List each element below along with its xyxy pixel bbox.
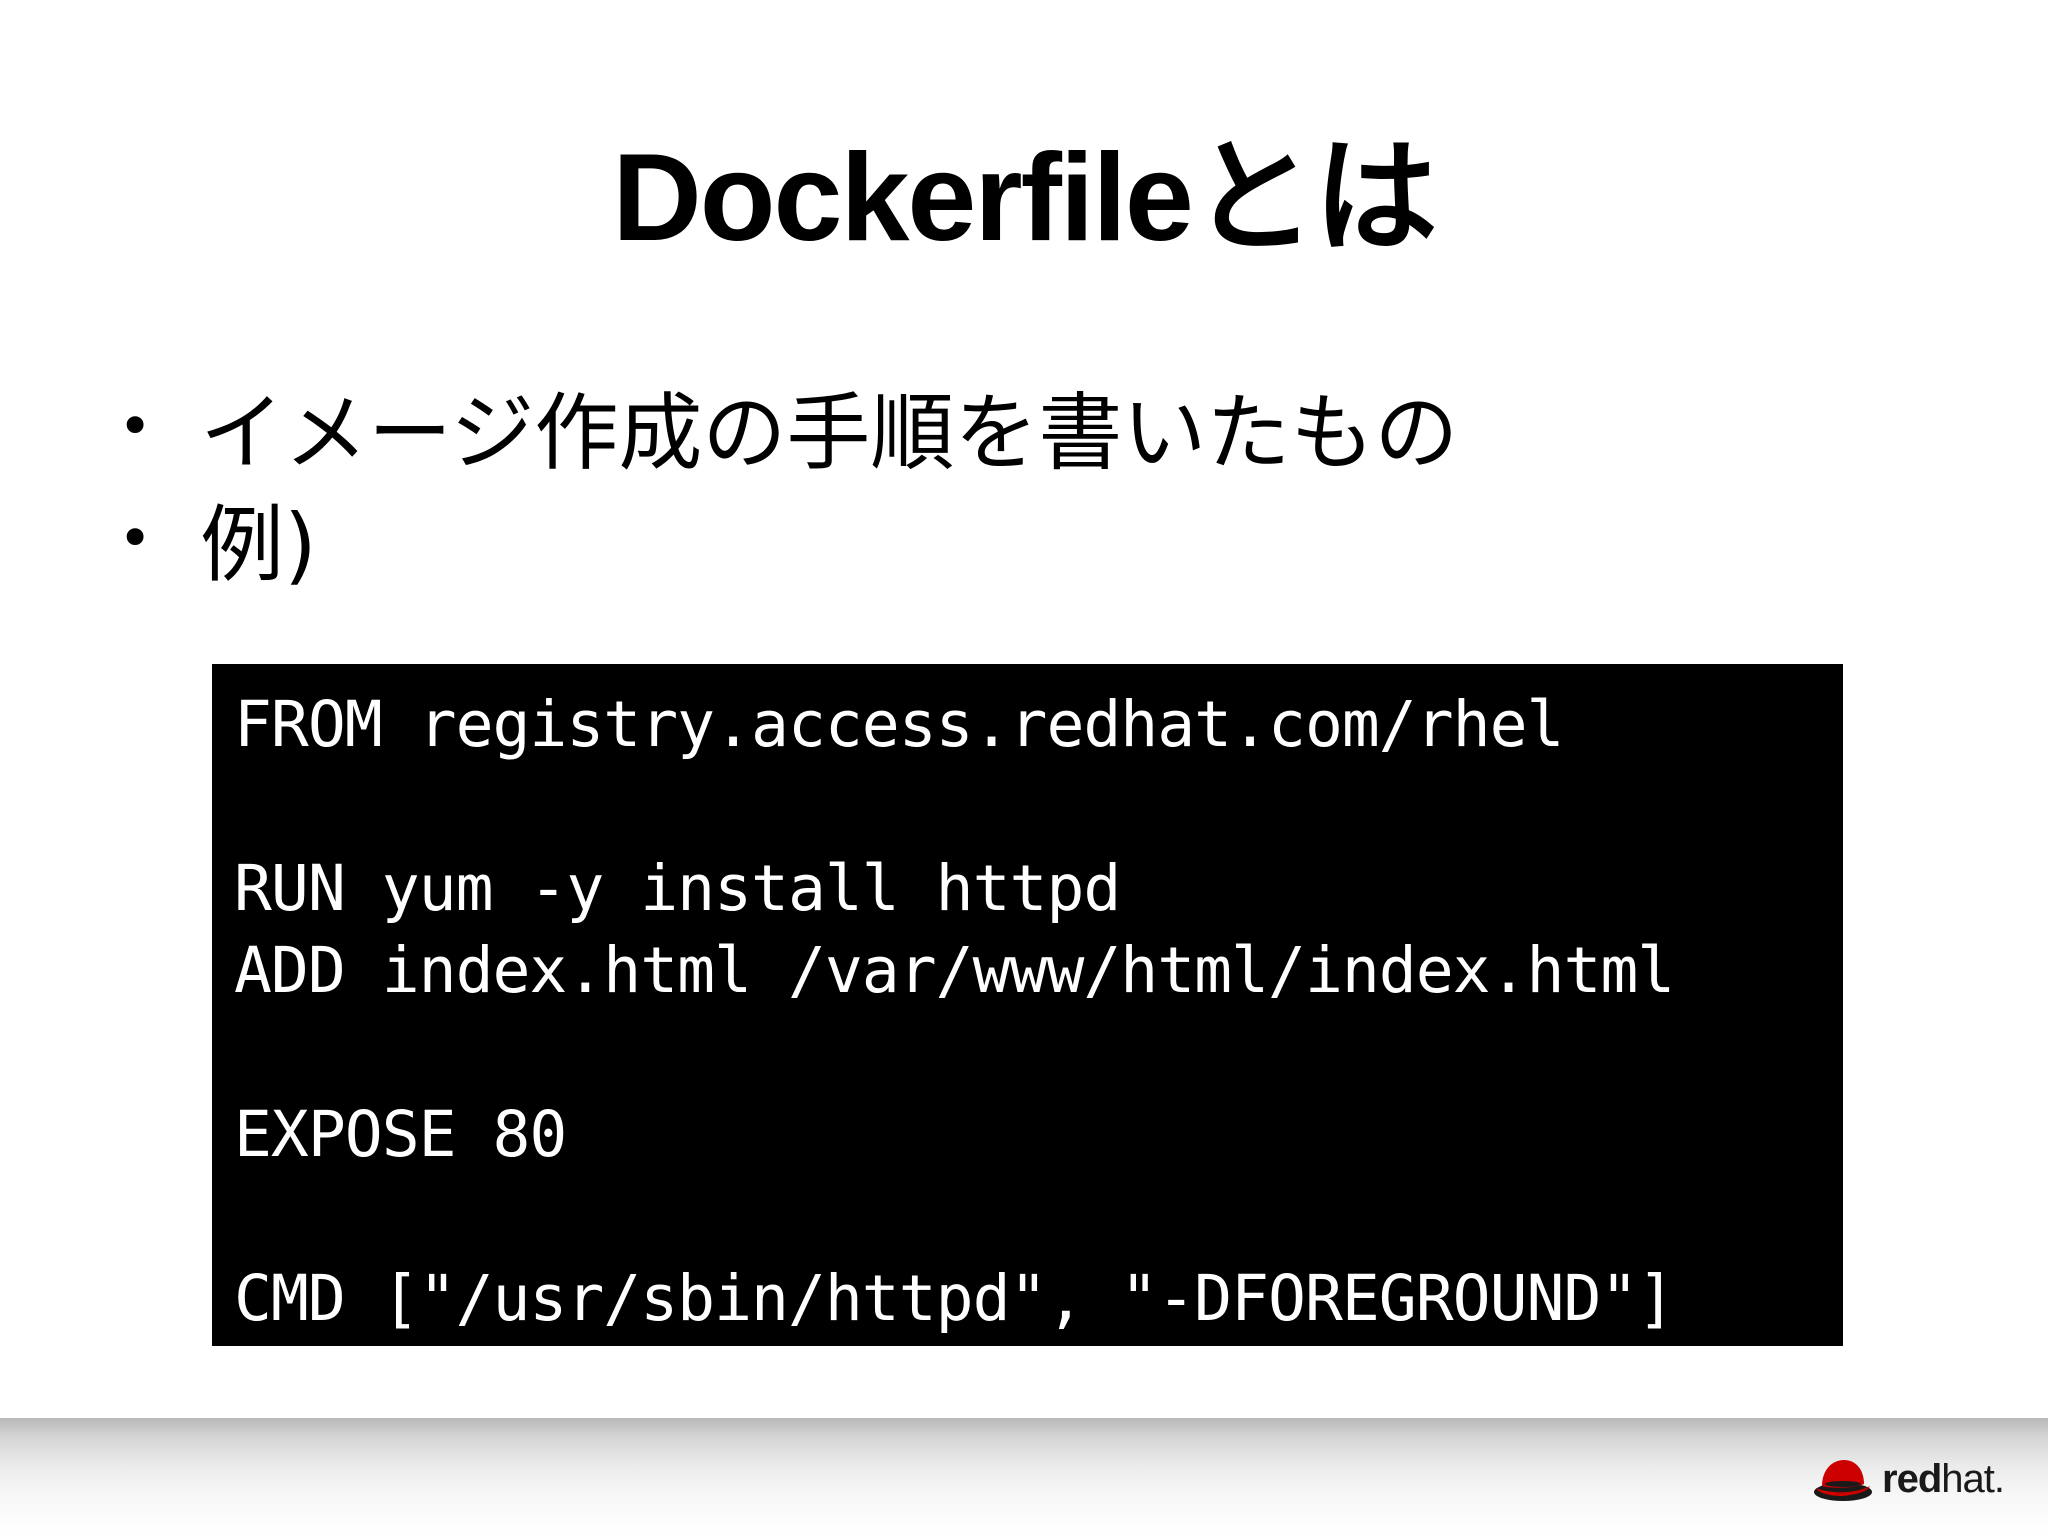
dockerfile-code-block: FROM registry.access.redhat.com/rhel RUN… — [212, 664, 1843, 1346]
code-line: ADD index.html /var/www/html/index.html — [234, 934, 1675, 1007]
code-line: EXPOSE 80 — [234, 1098, 567, 1171]
bullet-text: 例) — [200, 495, 317, 594]
code-line-blank — [234, 1176, 1843, 1258]
footer-band: redhat. — [0, 1418, 2048, 1536]
code-line-blank — [234, 1012, 1843, 1094]
bullet-marker: • — [118, 392, 153, 460]
redhat-logo: redhat. — [1812, 1454, 2005, 1504]
bullet-item: • イメージ作成の手順を書いたもの — [118, 370, 1458, 482]
redhat-shadowman-icon — [1814, 1460, 1873, 1501]
code-line: CMD ["/usr/sbin/httpd", "-DFOREGROUND"] — [234, 1262, 1675, 1335]
code-line-blank — [234, 766, 1843, 848]
bullet-text: イメージ作成の手順を書いたもの — [200, 383, 1459, 482]
bullet-item: • 例) — [118, 482, 1458, 594]
code-line: RUN yum -y install httpd — [234, 852, 1121, 925]
code-line: FROM registry.access.redhat.com/rhel — [234, 688, 1564, 761]
bullet-list: • イメージ作成の手順を書いたもの • 例) — [118, 370, 1458, 594]
bullet-marker: • — [118, 504, 153, 572]
logo-suffix: . — [1993, 1456, 2005, 1501]
logo-brand-light: hat — [1941, 1456, 1995, 1501]
slide-title: Dockerfileとは — [612, 129, 1438, 267]
logo-brand-bold: red — [1882, 1456, 1942, 1501]
